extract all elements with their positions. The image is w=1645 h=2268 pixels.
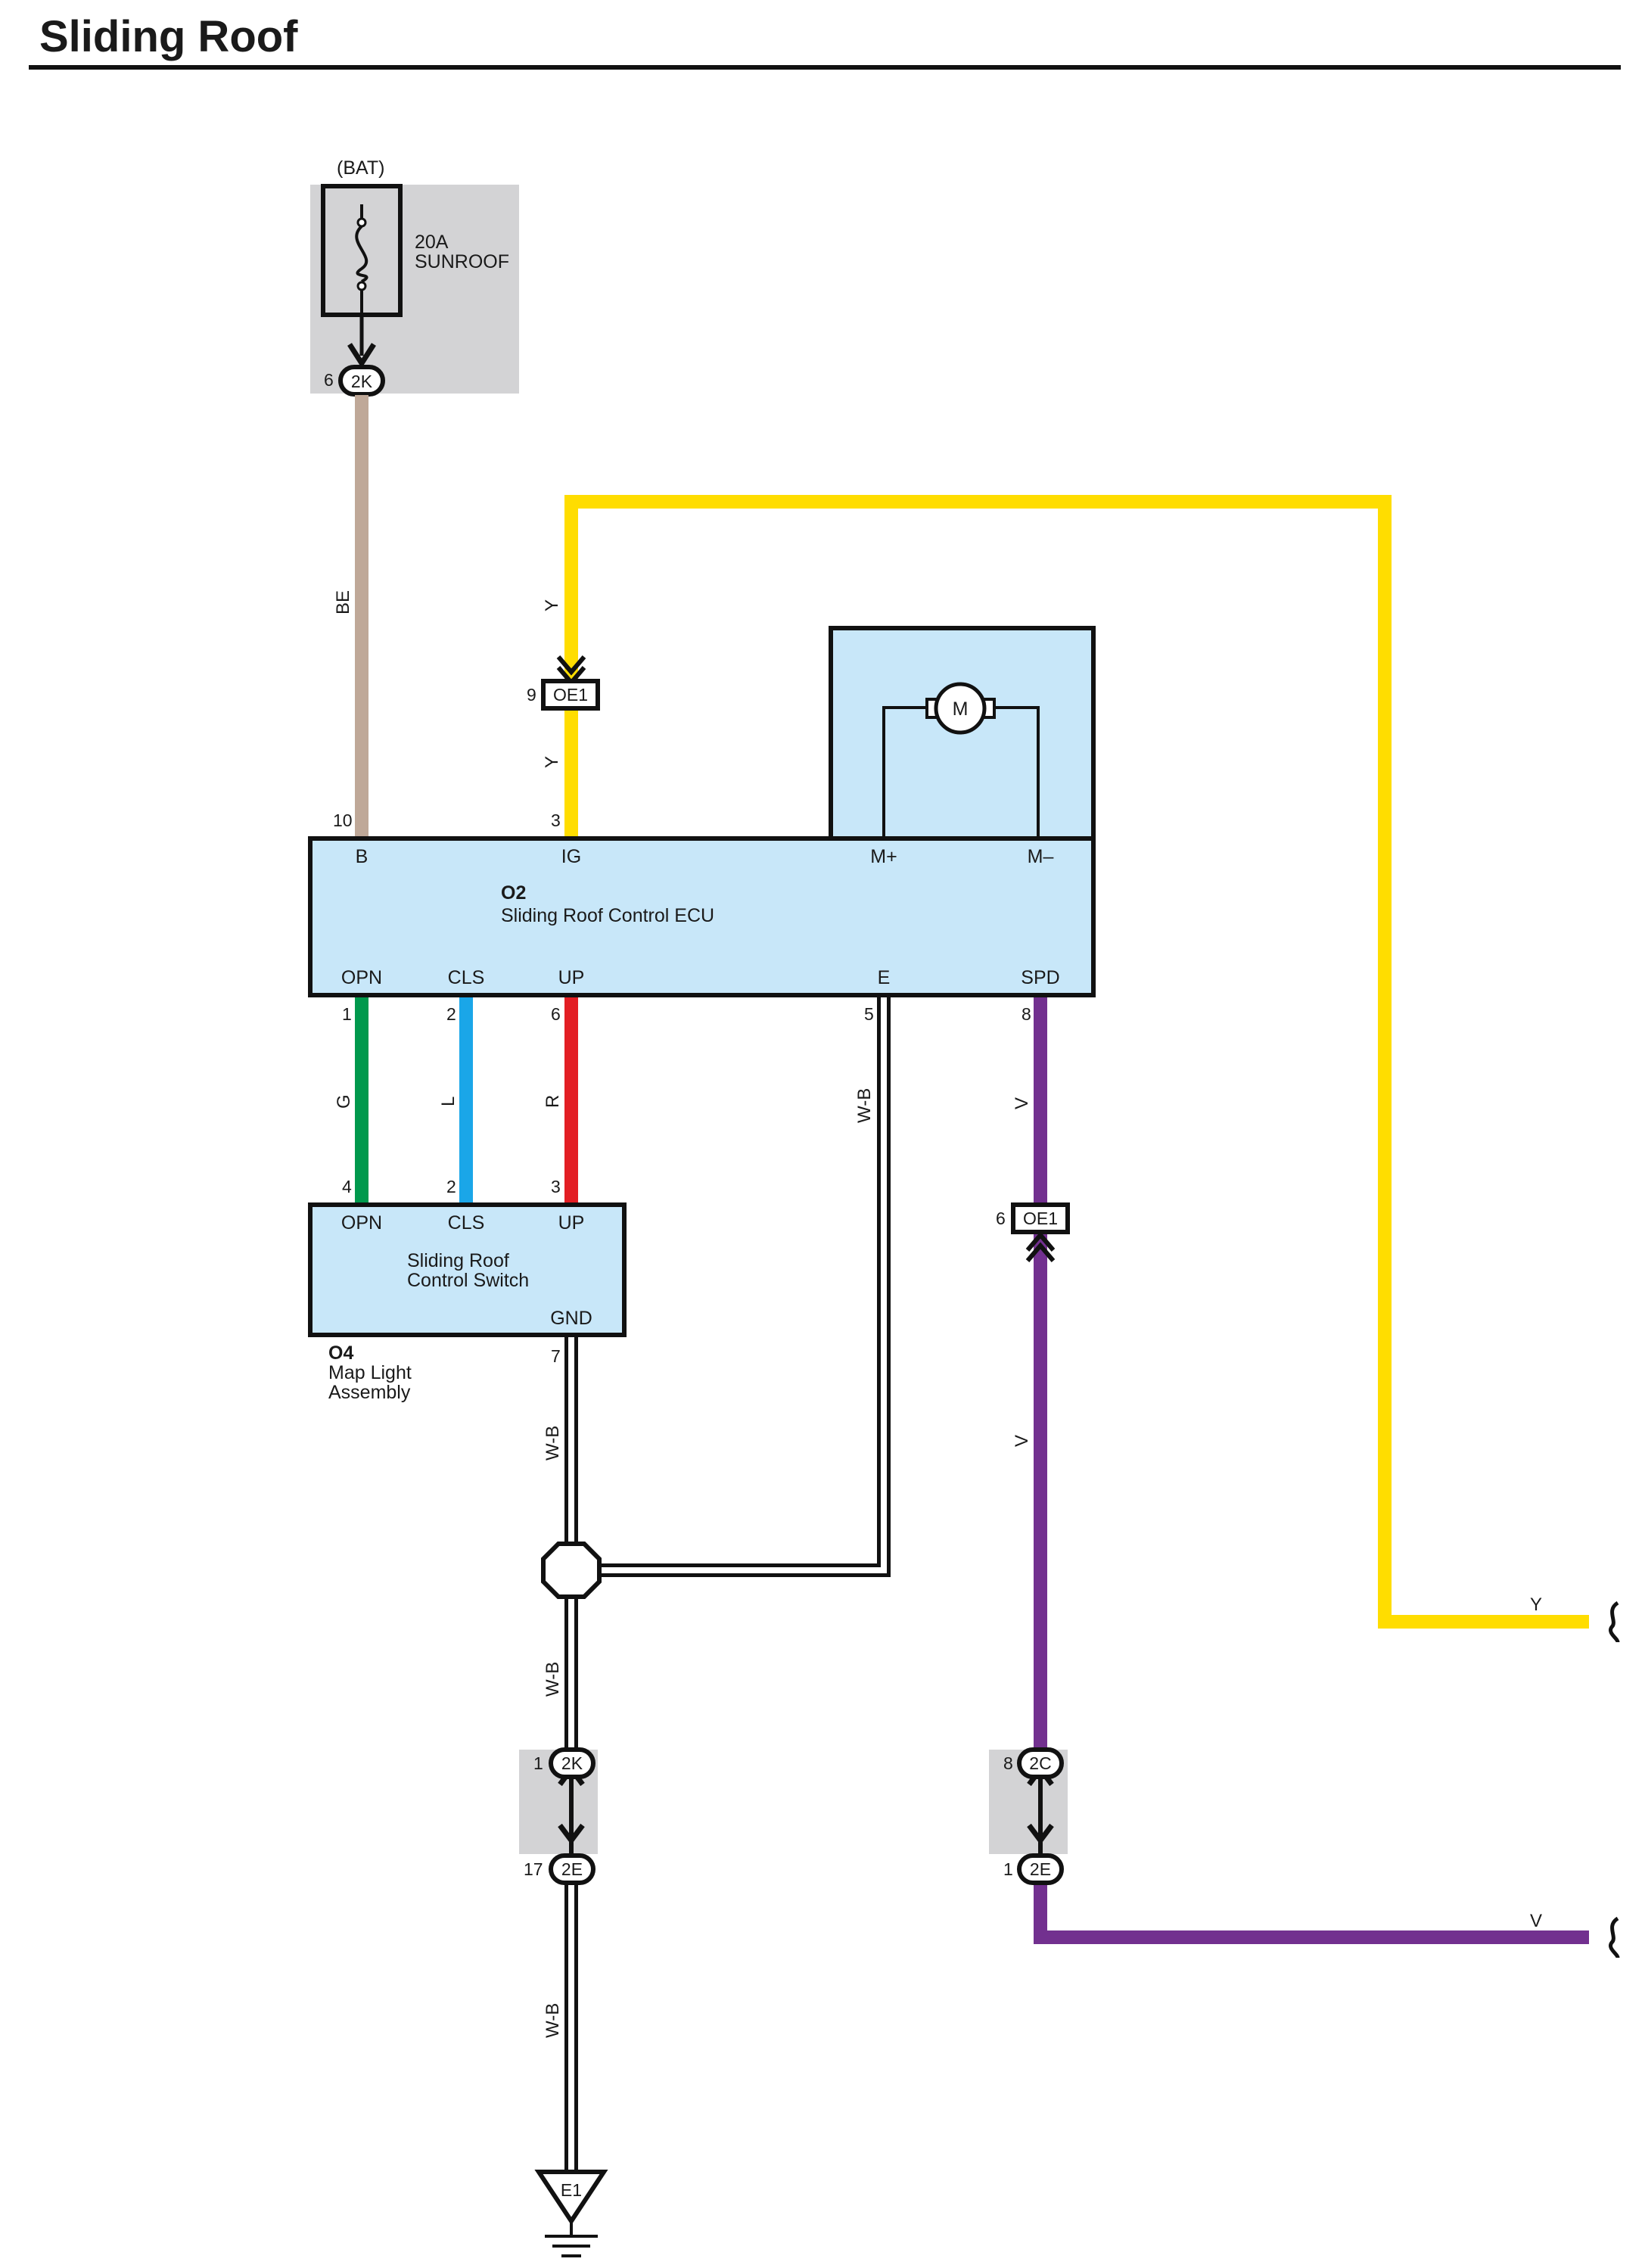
wire-v-out [1034,1883,1589,1944]
switch-terminal-opn: OPN [341,1212,382,1234]
wire-label-v: V [1012,1097,1032,1109]
switch-box [308,1202,627,1337]
assembly-name: Map Light [328,1362,412,1383]
connector-code: OE1 [1023,1209,1058,1228]
connector-code: 2E [1030,1859,1051,1879]
motor-box [829,626,1096,845]
fuse-relay-block [310,185,519,394]
assembly-id: O4 [328,1342,353,1364]
ecu-id: O2 [501,882,526,904]
ecu-pin-cls: 2 [446,1004,456,1024]
ecu-pin-opn: 1 [342,1004,352,1024]
wire-label-wb: W-B [543,2003,563,2038]
switch-pin-gnd: 7 [551,1346,561,1366]
connector-pin: 9 [527,685,536,705]
connector-2k-bottom [549,1747,595,1779]
connector-2e-left [549,1853,595,1885]
wire-label-wb: W-B [854,1088,875,1123]
connector-code: 2K [351,372,373,391]
wire-label-y-out: Y [1530,1594,1542,1615]
wire-label-r: R [543,1095,563,1108]
ecu-pin-ig: 3 [551,810,561,830]
connector-2c [1017,1747,1064,1779]
ecu-pin-b: 10 [333,810,353,830]
switch-name: Sliding Roof [407,1250,509,1271]
ecu-terminal-m-plus: M+ [870,846,897,867]
connector-oe1-top [541,679,600,711]
ecu-terminal-up: UP [558,967,585,988]
switch-name: Control Switch [407,1270,529,1291]
connector-pin: 8 [1003,1753,1013,1773]
wire-y [564,495,1589,1629]
ecu-terminal-m-minus: M– [1028,846,1054,867]
connector-code: 2C [1029,1753,1051,1773]
connector-pin: 6 [324,370,334,390]
connector-code: 2E [561,1859,583,1879]
connector-code: 2K [561,1753,583,1773]
fuse-source-label: (BAT) [337,157,384,179]
switch-pin-opn: 4 [342,1177,352,1196]
ecu-pin-e: 5 [864,1004,874,1024]
ecu-terminal-e: E [878,967,891,988]
splice-point [541,1542,602,1599]
connector-arrow-icon [1025,1231,1056,1262]
switch-pin-cls: 2 [446,1177,456,1196]
fuse-name: SUNROOF [415,251,509,272]
ecu-name: Sliding Roof Control ECU [501,905,714,926]
wire-label-l: L [438,1097,459,1106]
wire-label-wb: W-B [543,1662,563,1697]
wire-label-v-out: V [1530,1911,1542,1931]
fuse-rating: 20A [415,232,449,253]
connector-arrow-icon [347,343,376,369]
assembly-name: Assembly [328,1382,411,1403]
ecu-pin-up: 6 [551,1004,561,1024]
title-underline [29,65,1621,70]
ecu-terminal-b: B [356,846,368,867]
connector-pin: 1 [1003,1859,1013,1879]
wire-wb-e [598,997,891,1577]
wire-label-y: Y [542,756,562,768]
connector-pin: 6 [996,1209,1006,1228]
connector-2e-right [1017,1853,1064,1885]
ecu-terminal-cls: CLS [448,967,485,988]
connector-code: OE1 [553,685,588,705]
ecu-box [308,836,1096,997]
ecu-terminal-opn: OPN [341,967,382,988]
motor-symbol: M [953,698,969,720]
page-title: Sliding Roof [39,12,298,61]
wire-continuation-icon [1609,1916,1620,1958]
wire-label-y: Y [542,599,562,611]
connector-pin: 1 [533,1753,543,1773]
connector-pin: 17 [524,1859,543,1879]
ecu-terminal-ig: IG [561,846,581,867]
switch-terminal-gnd: GND [550,1308,592,1329]
ground-code: E1 [561,2180,582,2200]
wire-label-wb: W-B [543,1426,563,1461]
switch-pin-up: 3 [551,1177,561,1196]
wire-label-g: G [334,1094,354,1109]
fuse-icon [355,204,368,315]
motor-icon [925,682,996,735]
ecu-pin-spd: 8 [1022,1004,1031,1024]
wire-label-v: V [1012,1435,1032,1447]
ground-symbol [534,2170,608,2226]
switch-terminal-up: UP [558,1212,585,1234]
wire-continuation-icon [1609,1601,1620,1643]
connector-2k-top [338,365,385,397]
ecu-terminal-spd: SPD [1021,967,1059,988]
switch-terminal-cls: CLS [448,1212,485,1234]
wire-label-be: BE [333,590,353,614]
